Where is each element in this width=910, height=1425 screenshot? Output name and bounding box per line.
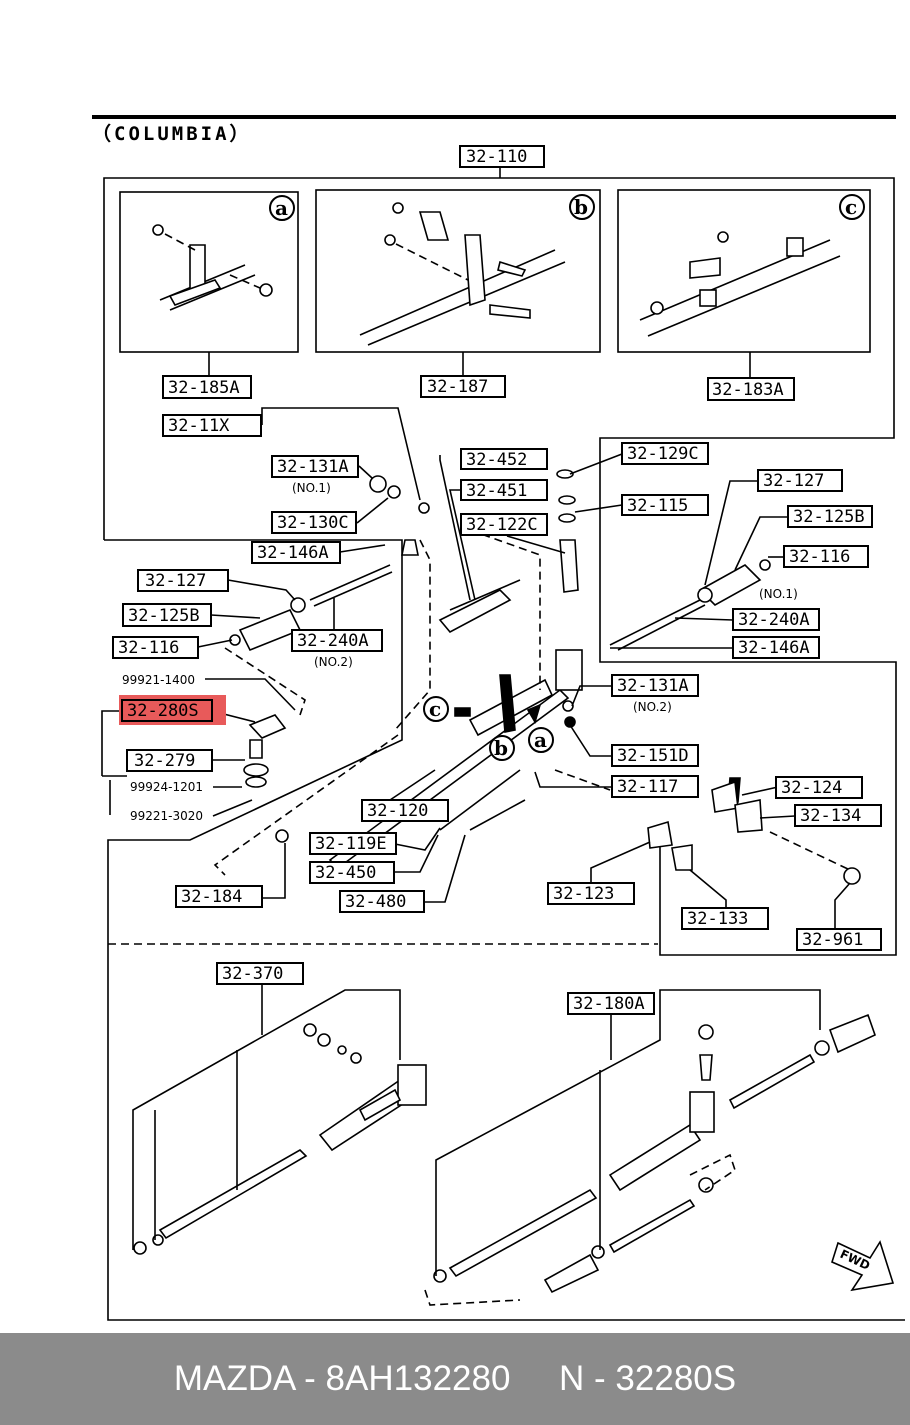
label-32-125b-right: 32-125B: [793, 507, 865, 527]
callout-a-top: a: [275, 196, 288, 220]
detail-box-b: b: [315, 189, 601, 353]
label-32-184: 32-184: [181, 887, 242, 907]
part-99921-1400: 99921-1400: [122, 673, 195, 687]
label-32-240a-left: 32-240A: [297, 631, 369, 651]
footer-part-numbers: MAZDA - 8AH132280 N - 32280S: [173, 1359, 737, 1398]
label-32-370: 32-370: [222, 964, 283, 984]
label-32-124: 32-124: [781, 778, 842, 798]
label-32-115: 32-115: [627, 496, 688, 516]
label-no2-right: (NO.2): [633, 700, 672, 714]
label-no1-left: (NO.1): [292, 481, 331, 495]
label-no1-right: (NO.1): [759, 587, 798, 601]
label-32-279: 32-279: [134, 751, 195, 771]
label-32-116-left: 32-116: [118, 638, 179, 658]
label-no2-left: (NO.2): [314, 655, 353, 669]
parts-diagram: （COLUMBIA） a b c: [92, 115, 905, 1321]
label-32-110: 32-110: [466, 147, 527, 167]
label-32-133: 32-133: [687, 909, 748, 929]
part-99221-3020: 99221-3020: [130, 809, 203, 823]
columbia-title: （COLUMBIA）: [92, 122, 252, 145]
label-32-129c: 32-129C: [627, 444, 699, 464]
label-32-116-right: 32-116: [789, 547, 850, 567]
steering-gear-main: [229, 469, 861, 885]
label-32-120: 32-120: [367, 801, 428, 821]
label-32-452: 32-452: [466, 450, 527, 470]
callout-c-top: c: [845, 195, 857, 219]
label-32-123: 32-123: [553, 884, 614, 904]
part-labels: 32-110 32-185A 32-187 32-183A 32-11X 32-…: [112, 145, 882, 1015]
callout-c: c: [429, 697, 441, 721]
label-32-146a-right: 32-146A: [738, 638, 810, 658]
label-32-187: 32-187: [427, 377, 488, 397]
label-32-127-right: 32-127: [763, 471, 824, 491]
callout-b-top: b: [574, 195, 588, 219]
label-32-127-left: 32-127: [145, 571, 206, 591]
label-32-125b-left: 32-125B: [128, 606, 200, 626]
fwd-arrow: FWD: [831, 1240, 895, 1292]
label-32-961: 32-961: [802, 930, 863, 950]
label-32-183a: 32-183A: [712, 380, 784, 400]
label-32-180a: 32-180A: [573, 994, 645, 1014]
label-32-117: 32-117: [617, 777, 678, 797]
label-32-122c: 32-122C: [466, 515, 538, 535]
footer-bar: MAZDA - 8AH132280 N - 32280S: [0, 1333, 910, 1425]
label-32-240a-right: 32-240A: [738, 610, 810, 630]
leader-lines: [101, 407, 851, 1060]
label-32-480: 32-480: [345, 892, 406, 912]
label-32-280s: 32-280S: [127, 701, 199, 721]
part-99924-1201: 99924-1201: [130, 780, 203, 794]
label-32-146a-left: 32-146A: [257, 543, 329, 563]
label-32-119e: 32-119E: [315, 834, 387, 854]
label-32-130c: 32-130C: [277, 513, 349, 533]
label-32-185a: 32-185A: [168, 378, 240, 398]
callout-b: b: [494, 736, 508, 760]
label-32-131a-no1: 32-131A: [277, 457, 349, 477]
label-32-131a-no2: 32-131A: [617, 676, 689, 696]
label-32-450: 32-450: [315, 863, 376, 883]
label-32-134: 32-134: [800, 806, 861, 826]
label-32-11x: 32-11X: [168, 416, 230, 436]
detail-box-c: c: [617, 189, 871, 353]
assembly-32-180a: [424, 989, 876, 1306]
callout-a: a: [534, 728, 547, 752]
detail-box-a: a: [119, 191, 299, 353]
assembly-32-370: [132, 989, 427, 1255]
label-32-451: 32-451: [466, 481, 527, 501]
label-32-151d: 32-151D: [617, 746, 689, 766]
